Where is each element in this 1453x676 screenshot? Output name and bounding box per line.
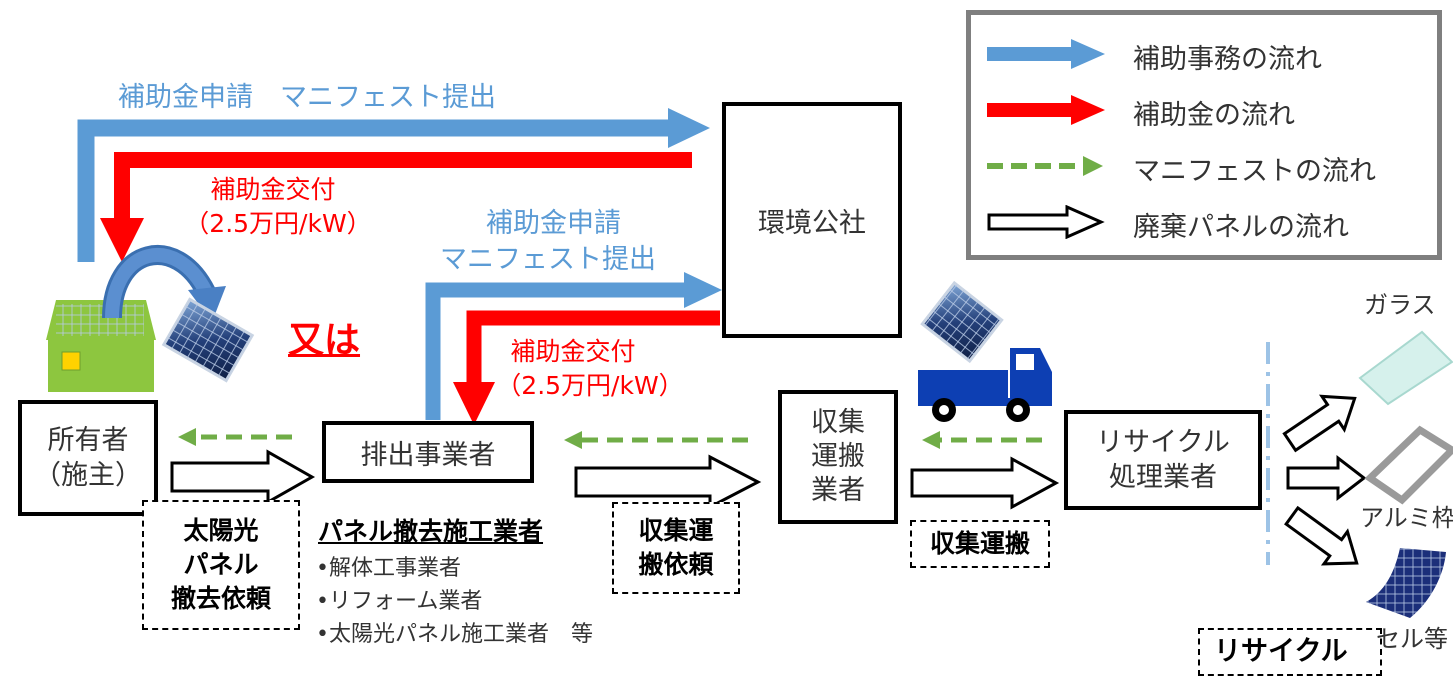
discharger-box: 排出事業者	[322, 421, 534, 483]
recycle-box: リサイクル	[1198, 628, 1382, 676]
curved-arrow-icon	[102, 245, 226, 322]
truck-icon	[918, 280, 1052, 422]
admin-arrow-owner-to-agency	[77, 108, 710, 262]
top-application-label: 補助金申請 マニフェスト提出	[118, 82, 496, 113]
legend-panel-label: 廃棄パネルの流れ	[1133, 212, 1349, 243]
legend-admin-arrow-icon	[987, 39, 1105, 69]
legend-manifest-arrow-icon	[987, 156, 1103, 176]
cell-icon	[1366, 548, 1446, 618]
panel-arrow-to-glass	[1282, 394, 1357, 453]
solar-panel-icon	[161, 297, 255, 383]
top-grant-label: 補助金交付	[210, 175, 336, 204]
collector-label: 収集 運搬 業者	[811, 407, 865, 506]
legend: 補助事務の流れ 補助金の流れ マニフェストの流れ 廃棄パネルの流れ	[966, 10, 1442, 260]
middle-manifest-label: マニフェスト提出	[440, 244, 656, 275]
aluminum-label: アルミ枠	[1360, 505, 1453, 532]
legend-panel-arrow-icon	[987, 205, 1105, 239]
or-label: 又は	[288, 320, 361, 361]
legend-subsidy-arrow-icon	[987, 95, 1105, 125]
owner-label: 所有者 （施主）	[34, 424, 142, 491]
subsidy-arrow-agency-to-owner	[100, 152, 692, 262]
middle-grant-amount: （2.5万円/kW）	[496, 371, 684, 400]
contractor-item: •解体工事業者	[316, 556, 461, 581]
owner-box: 所有者 （施主）	[18, 400, 158, 516]
contractors-title: パネル撤去施工業者	[318, 517, 544, 546]
legend-admin-label: 補助事務の流れ	[1133, 44, 1322, 75]
panel-arrow-to-cell	[1284, 505, 1359, 566]
removal-request-box: 太陽光 パネル 撤去依頼	[142, 500, 300, 630]
aluminum-frame-icon	[1364, 425, 1453, 505]
contractor-item: •太陽光パネル施工業者 等	[316, 622, 593, 647]
manifest-arrow-discharger-to-owner	[178, 428, 292, 446]
removal-request-label: 太陽光 パネル 撤去依頼	[170, 516, 271, 613]
legend-subsidy-label: 補助金の流れ	[1133, 100, 1295, 131]
collection-request-label: 収集運 搬依頼	[638, 516, 714, 579]
agency-label: 環境公社	[758, 207, 866, 239]
contractor-item: •リフォーム業者	[316, 589, 483, 614]
recycler-label: リサイクル 処理業者	[1096, 426, 1230, 493]
middle-application-label: 補助金申請	[486, 208, 621, 239]
collector-box: 収集 運搬 業者	[778, 390, 898, 524]
discharger-label: 排出事業者	[360, 439, 496, 471]
panel-arrow-to-aluminum	[1286, 454, 1367, 502]
recycler-box: リサイクル 処理業者	[1064, 410, 1262, 510]
glass-label: ガラス	[1364, 291, 1436, 319]
collection-label: 収集運搬	[929, 529, 1030, 559]
panel-arrow-collector-to-recycler	[910, 456, 1060, 510]
panel-arrow-owner-to-discharger	[170, 449, 316, 505]
collection-box: 収集運搬	[910, 520, 1050, 568]
subsidy-arrow-agency-to-discharger	[453, 310, 720, 425]
middle-grant-label: 補助金交付	[510, 337, 636, 366]
manifest-arrow-recycler-to-collector	[922, 431, 1042, 449]
legend-manifest-label: マニフェストの流れ	[1133, 156, 1376, 187]
house-icon	[46, 300, 156, 392]
cell-label: セル等	[1376, 625, 1448, 653]
glass-icon	[1358, 330, 1453, 406]
collection-request-box: 収集運 搬依頼	[612, 502, 740, 594]
manifest-arrow-collector-to-discharger	[564, 431, 748, 449]
top-grant-amount: （2.5万円/kW）	[184, 209, 372, 238]
agency-box: 環境公社	[722, 102, 902, 338]
recycle-label: リサイクル	[1214, 635, 1348, 667]
admin-arrow-discharger-to-agency	[425, 272, 722, 420]
panel-arrow-discharger-to-collector	[574, 454, 762, 510]
